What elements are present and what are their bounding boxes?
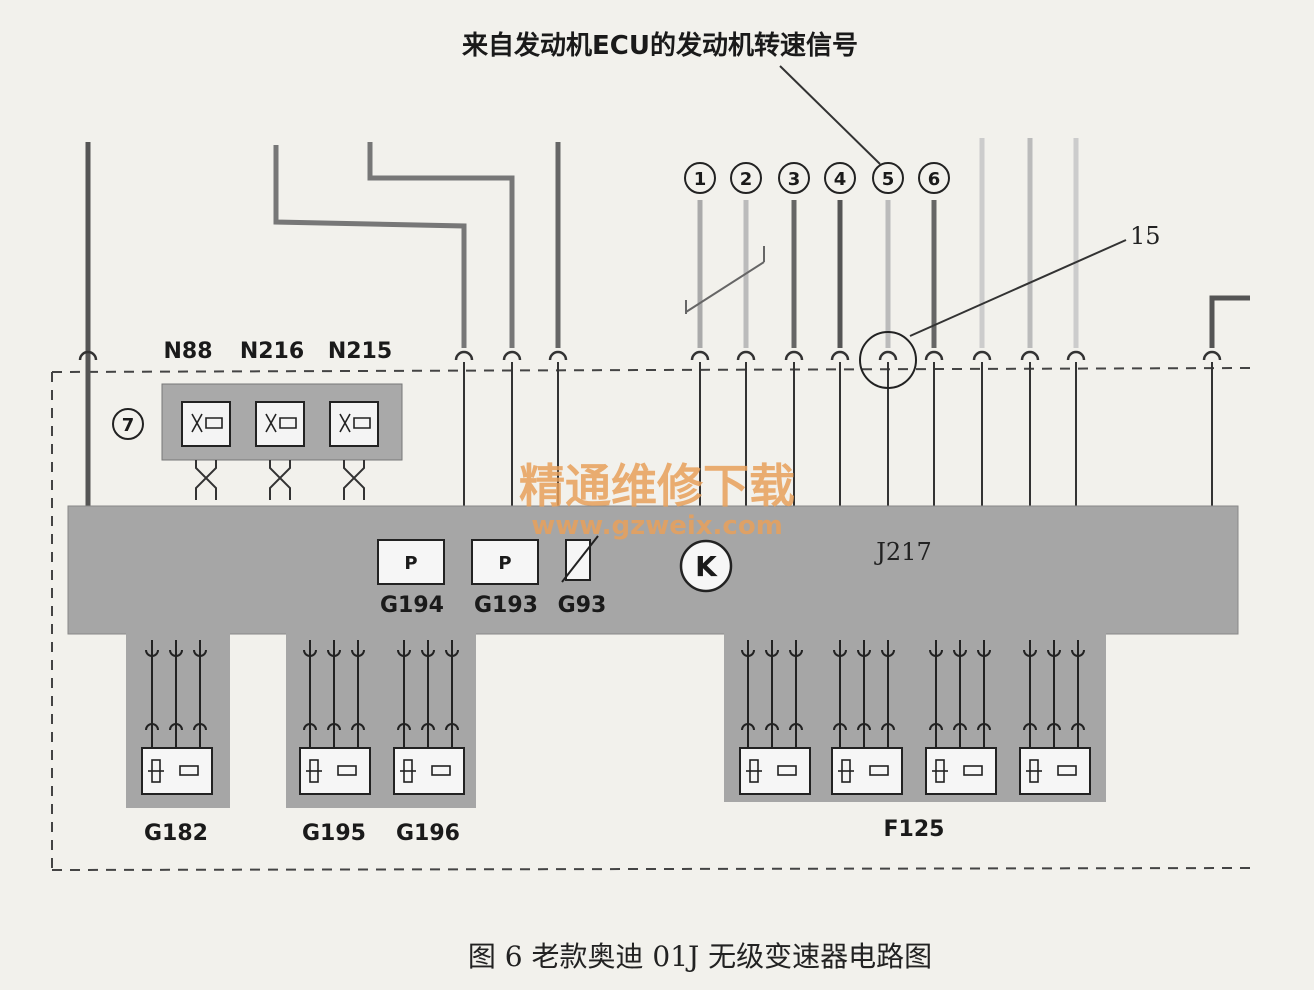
pressure-sensor-g194-label: G194 xyxy=(380,593,444,618)
marker-5-text: 5 xyxy=(882,169,895,190)
marker-2-text: 2 xyxy=(740,169,753,190)
marker-3-text: 3 xyxy=(788,169,801,190)
solenoid-labels: N88 N216 N215 xyxy=(163,339,392,364)
control-unit-label: J217 xyxy=(873,538,931,566)
bottom-module-wires xyxy=(145,640,1085,750)
figure-caption: 图 6 老款奥迪 01J 无级变速器电路图 xyxy=(468,940,932,973)
engine-speed-signal-label: 来自发动机ECU的发动机转速信号 xyxy=(462,30,858,61)
dashed-boundary xyxy=(51,367,1251,871)
marker-6-text: 6 xyxy=(928,169,941,190)
marker-5: 5 xyxy=(872,162,904,194)
marker-7-text: 7 xyxy=(122,415,135,436)
callout-15-label: 15 xyxy=(1130,222,1161,250)
watermark-url: www.gzweix.com xyxy=(531,511,783,541)
leader-line-marker-5 xyxy=(779,65,881,165)
marker-4: 4 xyxy=(824,162,856,194)
temperature-sensor-diagonal xyxy=(561,535,599,583)
hall-sensor-glyphs xyxy=(148,759,1077,783)
marker-1: 1 xyxy=(684,162,716,194)
temperature-sensor-g93-label: G93 xyxy=(558,593,607,618)
marker-2: 2 xyxy=(730,162,762,194)
connector-arches xyxy=(78,350,1222,361)
control-unit-j217 xyxy=(67,505,1239,635)
module-g195-label: G195 xyxy=(302,821,366,846)
k-symbol-icon xyxy=(679,539,733,593)
hall-sensor-g182-icon xyxy=(141,747,213,795)
marker-3: 3 xyxy=(778,162,810,194)
callout-circle xyxy=(859,331,917,389)
pressure-sensor-g194-symbol: P xyxy=(404,553,417,574)
marker-1-text: 1 xyxy=(694,169,707,190)
marker-6: 6 xyxy=(918,162,950,194)
module-g196-label: G196 xyxy=(396,821,460,846)
pressure-sensor-g193-box xyxy=(471,539,539,585)
pressure-sensor-g193-label: G193 xyxy=(474,593,538,618)
broken-wire xyxy=(685,261,765,313)
solenoid-label-n215: N215 xyxy=(328,339,392,364)
upper-wires xyxy=(85,138,1250,510)
hall-sensor-g195-icon xyxy=(299,747,371,795)
watermark-title: 精通维修下载 xyxy=(519,459,795,513)
solenoid-valve-glyphs xyxy=(191,413,371,433)
solenoid-label-n88: N88 xyxy=(163,339,212,364)
module-f125-label: F125 xyxy=(884,817,945,842)
lower-wires xyxy=(463,362,1213,506)
marker-4-text: 4 xyxy=(834,169,847,190)
solenoid-crossing-wires xyxy=(195,460,365,500)
module-g182-label: G182 xyxy=(144,821,208,846)
k-symbol-text: K xyxy=(695,550,718,583)
callout-leader-line xyxy=(909,239,1127,337)
switch-f125-icon-3 xyxy=(925,747,997,795)
marker-7: 7 xyxy=(112,408,144,440)
pressure-sensor-g193-symbol: P xyxy=(498,553,511,574)
solenoid-label-n216: N216 xyxy=(240,339,304,364)
pressure-sensor-g194-box xyxy=(377,539,445,585)
